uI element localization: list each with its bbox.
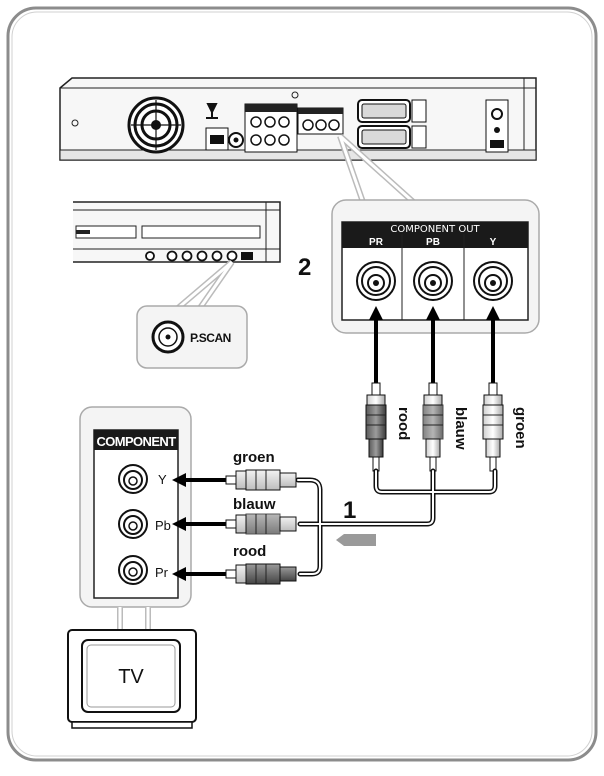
component-out-title: COMPONENT OUT xyxy=(390,224,480,235)
cable-label-red-horizontal: rood xyxy=(233,543,266,560)
plug-blue-vertical xyxy=(422,382,444,472)
plug-red-horizontal xyxy=(225,563,297,585)
cable-wires xyxy=(295,468,498,577)
left-arrows xyxy=(172,473,227,581)
jack-y-icon xyxy=(473,261,513,301)
tv-label: TV xyxy=(118,666,144,688)
pscan-callout: P.SCAN xyxy=(136,305,248,369)
direction-arrow-icon xyxy=(336,534,376,546)
plug-green-vertical xyxy=(482,382,504,472)
tv-pr-label: Pr xyxy=(155,565,169,580)
cable-label-blue-horizontal: blauw xyxy=(233,496,276,513)
plug-green-horizontal xyxy=(225,469,297,491)
component-out-panel: COMPONENT OUT PR PB Y xyxy=(331,199,540,334)
pr-label: PR xyxy=(369,237,384,248)
plug-red-vertical xyxy=(365,382,387,472)
step-1-number: 1 xyxy=(343,497,356,524)
recorder-back-panel xyxy=(59,77,537,161)
cable-label-green-vertical: groen xyxy=(512,407,529,449)
step-2-number: 2 xyxy=(298,254,311,281)
jack-pr-icon xyxy=(356,261,396,301)
recorder-front-panel xyxy=(73,201,281,263)
y-label: Y xyxy=(490,237,497,248)
pscan-label: P.SCAN xyxy=(190,331,231,345)
cable-label-red-vertical: rood xyxy=(395,407,412,440)
component-title: COMPONENT xyxy=(96,434,176,449)
tv-component-panel: COMPONENT Y Pb Pr xyxy=(79,406,192,608)
cable-label-blue-vertical: blauw xyxy=(452,407,469,450)
tv-jack-y-icon xyxy=(118,464,148,494)
pscan-button-icon xyxy=(151,320,185,354)
tv-y-label: Y xyxy=(158,472,167,487)
fan-icon xyxy=(127,96,185,154)
scart-connectors xyxy=(357,99,427,149)
cable-label-green-horizontal: groen xyxy=(233,449,275,466)
tv-pb-label: Pb xyxy=(155,518,171,533)
tv-jack-pb-icon xyxy=(118,509,148,539)
tv-set: TV xyxy=(67,629,197,729)
tv-jack-pr-icon xyxy=(118,555,148,585)
up-arrows xyxy=(369,306,500,383)
plug-blue-horizontal xyxy=(225,513,297,535)
jack-pb-icon xyxy=(413,261,453,301)
pb-label: PB xyxy=(426,237,440,248)
